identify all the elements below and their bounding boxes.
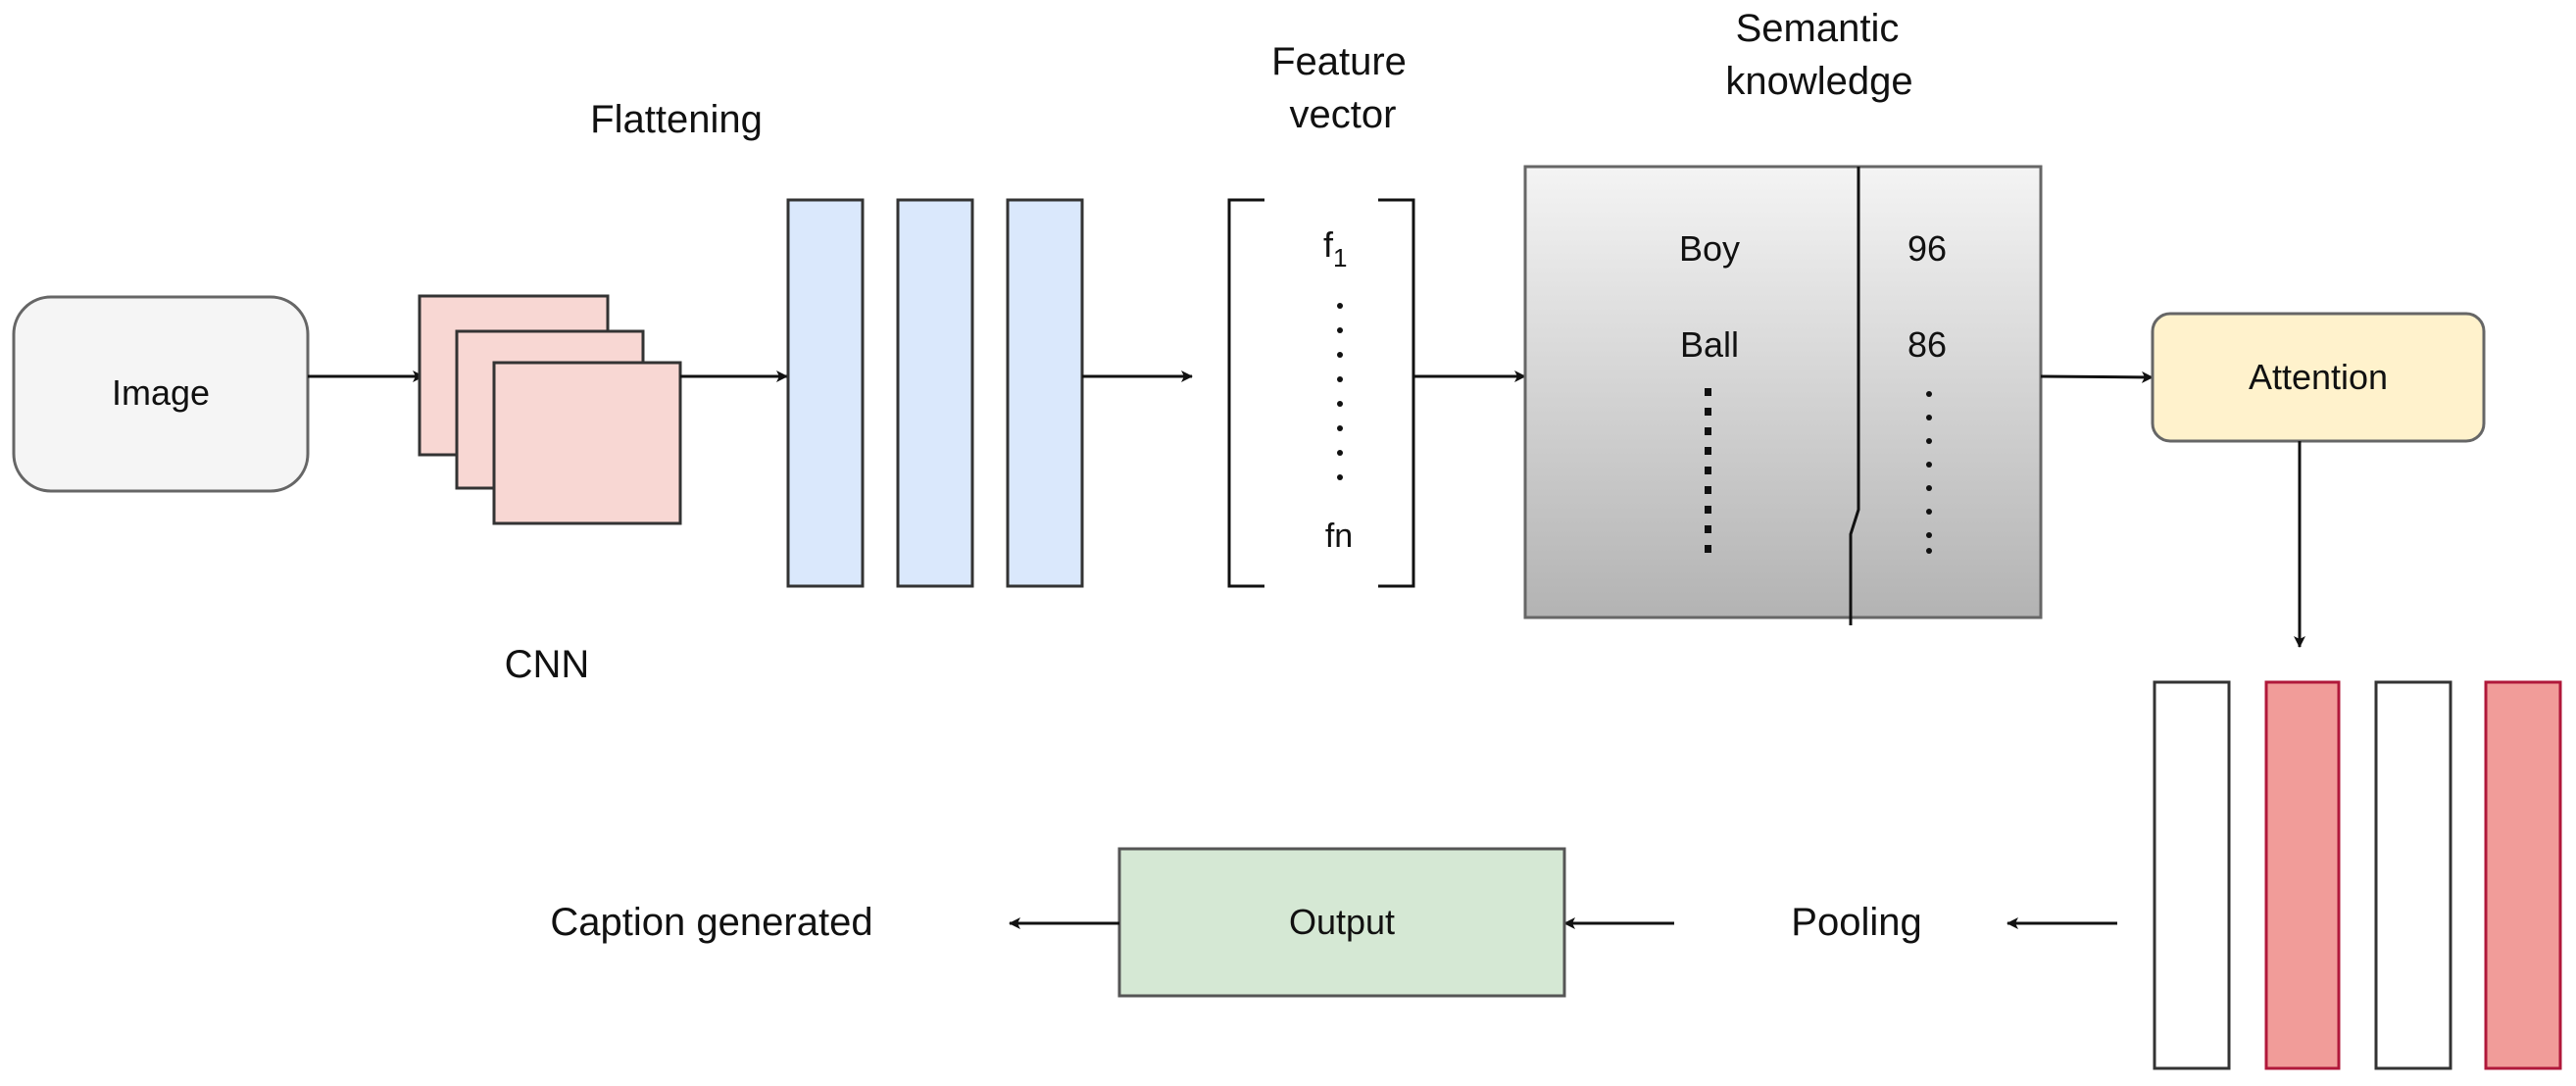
flatten-layer-1	[786, 198, 865, 588]
semantic-score-2: 86	[1907, 324, 1947, 365]
semantic-knowledge-box	[1523, 165, 2043, 619]
semantic-score-1: 96	[1907, 228, 1947, 269]
cnn-feature-maps	[418, 294, 682, 525]
output-label: Output	[1289, 902, 1395, 942]
flatten-layer-3	[1006, 198, 1084, 588]
semantic-score-dots	[1926, 391, 1932, 554]
semantic-title-line1: Semantic	[1736, 7, 1900, 50]
pooling-label: Pooling	[1791, 901, 1921, 944]
image-box	[12, 295, 310, 493]
caption-label: Caption generated	[550, 901, 872, 944]
feature-vector-title-line1: Feature	[1271, 40, 1407, 83]
semantic-word-1: Boy	[1679, 228, 1740, 269]
feature-f1: f1	[1323, 224, 1347, 272]
feature-vector-brackets	[1227, 198, 1415, 588]
semantic-word-dots	[1705, 388, 1711, 553]
semantic-word-2: Ball	[1680, 324, 1739, 365]
flatten-layer-2	[896, 198, 974, 588]
pool-layer-4	[2484, 680, 2562, 1070]
flattening-label: Flattening	[590, 98, 763, 141]
pool-layer-1	[2153, 680, 2231, 1070]
feature-vector-title-line2: vector	[1290, 93, 1397, 136]
pooling-layers	[2153, 680, 2562, 1070]
output-box	[1117, 847, 1566, 998]
cnn-map-3	[492, 361, 682, 525]
left-bracket	[1227, 198, 1264, 588]
right-bracket	[1378, 198, 1415, 588]
attention-box	[2151, 312, 2486, 443]
feature-fn: fn	[1325, 518, 1353, 555]
attention-label: Attention	[2249, 357, 2388, 397]
feature-vector-dots	[1337, 303, 1343, 480]
pool-layer-2	[2264, 680, 2341, 1070]
pool-layer-3	[2374, 680, 2452, 1070]
image-label: Image	[112, 372, 210, 413]
arrow-semantic-to-attention	[2040, 370, 2154, 383]
semantic-title-line2: knowledge	[1725, 60, 1912, 103]
flatten-layers	[786, 198, 1084, 588]
semantic-divider	[1849, 167, 1860, 625]
cnn-label: CNN	[505, 643, 590, 686]
